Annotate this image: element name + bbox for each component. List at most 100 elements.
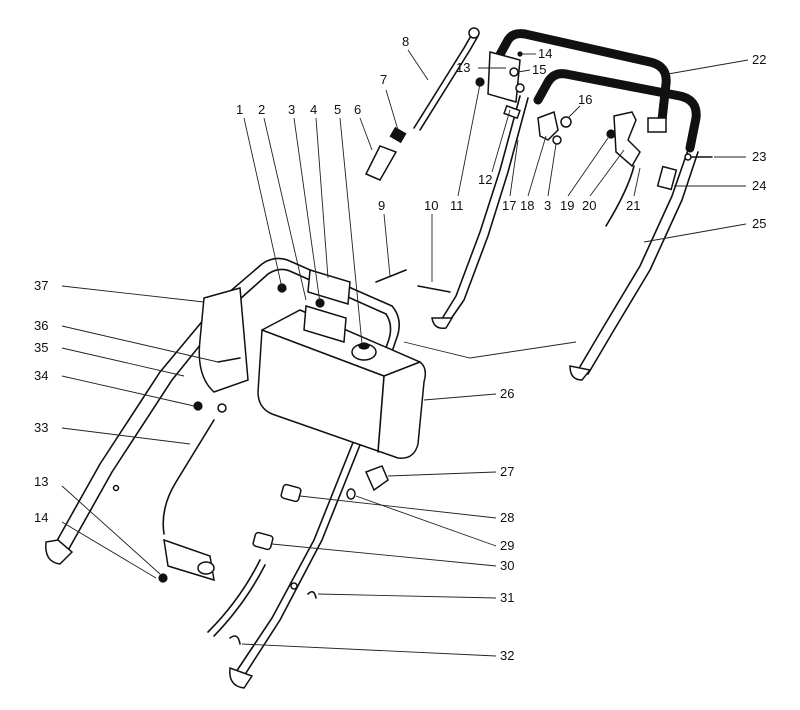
fuel-tank (257, 269, 427, 459)
leader-2 (263, 117, 307, 301)
nut-19 (606, 129, 616, 139)
bolt-10 (417, 285, 451, 293)
linkage-plate-cylinder (197, 561, 215, 575)
callout-20: 20 (582, 198, 596, 213)
handle-bracket-37 (198, 287, 249, 393)
control-rod-8 (413, 33, 479, 131)
callout-21: 21 (626, 198, 640, 213)
callout-23: 23 (752, 149, 766, 164)
filter-28 (280, 483, 302, 503)
callout-29: 29 (500, 538, 514, 553)
leader-29 (355, 495, 497, 547)
nut-13-lower (158, 573, 168, 583)
leader-31 (317, 593, 497, 599)
tank-bracket-4 (307, 269, 351, 305)
clamp-30 (252, 531, 274, 551)
pivot-plate-13 (487, 51, 521, 103)
leader-8 (407, 49, 429, 81)
callout-14b: 14 (34, 510, 48, 525)
callout-1: 1 (236, 102, 243, 117)
leader-34 (61, 375, 195, 407)
leader-13b (61, 485, 161, 575)
callout-6: 6 (354, 102, 361, 117)
leader-27 (387, 471, 497, 477)
rod-end-8 (468, 27, 480, 39)
leader-7 (385, 89, 399, 131)
callout-36: 36 (34, 318, 48, 333)
leader-lines (61, 49, 749, 657)
leader-5 (339, 117, 363, 345)
callout-32: 32 (500, 648, 514, 663)
callout-15: 15 (532, 62, 546, 77)
leader-18 (527, 135, 547, 197)
fuel-cap-top (358, 342, 370, 350)
leader-6 (359, 117, 373, 151)
washer-15 (509, 67, 519, 77)
callout-28: 28 (500, 510, 514, 525)
callout-12: 12 (478, 172, 492, 187)
leader-30 (271, 543, 497, 567)
upper-handle-right-tube (577, 149, 699, 375)
leader-16 (567, 105, 581, 119)
lever-18 (537, 110, 559, 141)
handle-hole-right (290, 582, 298, 590)
fuel-valve-parts (207, 465, 389, 645)
leader-28 (299, 495, 497, 519)
throttle-control-20 (613, 111, 641, 168)
leader-22 (667, 59, 749, 75)
throttle-cable-21 (605, 165, 635, 227)
clip-31 (307, 590, 317, 599)
nut-7 (389, 126, 407, 144)
callout-2: 2 (258, 102, 265, 117)
upper-handle-left-tube (439, 95, 529, 327)
callout-19: 19 (560, 198, 574, 213)
callout-16: 16 (578, 92, 592, 107)
handle-bracket-24 (656, 165, 678, 191)
nut-15 (515, 83, 525, 93)
callout-33: 33 (34, 420, 48, 435)
callout-11: 11 (450, 198, 464, 213)
clip-12 (503, 104, 521, 120)
leader-32 (241, 643, 497, 657)
callout-13a: 13 (456, 60, 470, 75)
lower-handle-right-end (229, 666, 254, 689)
washer-34 (217, 403, 227, 413)
leader-9 (383, 213, 391, 277)
callout-34: 34 (34, 368, 48, 383)
upper-handle-left-end (431, 317, 454, 330)
callout-3a: 3 (288, 102, 295, 117)
leader-3a (293, 117, 321, 304)
callout-4: 4 (310, 102, 317, 117)
bolt-head-23 (684, 153, 692, 161)
callout-7: 7 (380, 72, 387, 87)
nut-16 (560, 116, 572, 128)
callout-labels: 1 2 3 4 5 6 7 8 9 10 11 12 13 14 15 16 1… (34, 34, 766, 663)
fuel-line (207, 559, 266, 637)
linkage-rod (162, 419, 215, 535)
leader-handle-join (403, 341, 577, 359)
leader-20 (589, 149, 625, 197)
lower-handle-left-end (45, 539, 74, 565)
fuel-tank-body (257, 309, 427, 459)
leader-21 (633, 167, 641, 197)
leader-14b (61, 521, 157, 579)
callout-17: 17 (502, 198, 516, 213)
callout-27: 27 (500, 464, 514, 479)
callout-30: 30 (500, 558, 514, 573)
leader-26 (423, 393, 497, 401)
handle-plate-22 (647, 117, 667, 133)
callout-5: 5 (334, 102, 341, 117)
clip-32 (229, 635, 241, 645)
callout-14a: 14 (538, 46, 552, 61)
control-rod-parts (364, 27, 713, 227)
tank-bracket-2 (303, 305, 347, 343)
callout-10: 10 (424, 198, 438, 213)
leader-17 (509, 139, 519, 197)
leader-36 (61, 325, 219, 363)
leader-1 (243, 117, 283, 289)
linkage-rod-33 (158, 269, 451, 583)
leader-33 (61, 427, 191, 445)
upper-handle-assembly (431, 29, 701, 381)
bolt-36 (217, 357, 241, 363)
callout-25: 25 (752, 216, 766, 231)
